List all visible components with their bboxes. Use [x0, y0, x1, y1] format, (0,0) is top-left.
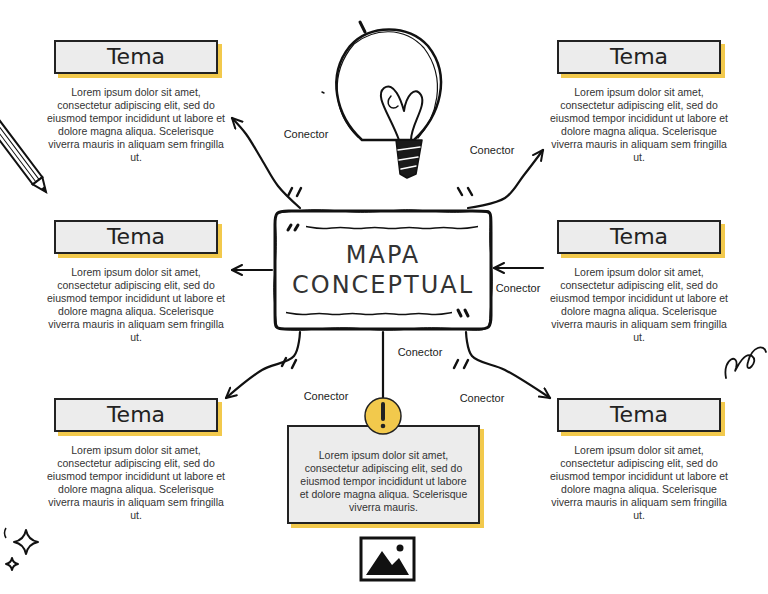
sparkle-large	[14, 530, 38, 554]
topic-text: Lorem ipsum dolor sit amet, consectetur …	[549, 86, 729, 164]
connector-label: Conector	[396, 346, 445, 358]
topic-node: TemaLorem ipsum dolor sit amet, consecte…	[543, 40, 735, 164]
topic-text: Lorem ipsum dolor sit amet, consectetur …	[46, 86, 226, 164]
outline-sketch	[274, 210, 493, 331]
bulb-sketch	[337, 32, 437, 138]
topic-node: TemaLorem ipsum dolor sit amet, consecte…	[40, 398, 232, 522]
pencil-lead	[41, 187, 47, 193]
sparkle-arc	[5, 528, 7, 538]
connector-label: Conector	[494, 282, 543, 294]
topic-text: Lorem ipsum dolor sit amet, consectetur …	[549, 266, 729, 344]
inner-line	[306, 227, 478, 229]
connector	[232, 269, 272, 271]
topic-node: TemaLorem ipsum dolor sit amet, consecte…	[40, 40, 232, 164]
central-concept: MAPA CONCEPTUAL	[272, 208, 494, 332]
filament-loop	[388, 96, 398, 108]
light-bulb	[322, 22, 441, 178]
connector-label: Conector	[302, 390, 351, 402]
spring-doodle	[725, 347, 766, 378]
alert-bar	[381, 404, 385, 419]
inner-line	[286, 313, 452, 315]
sparkle-small	[6, 558, 18, 570]
image-icon	[361, 538, 414, 580]
topic-title: Tema	[557, 220, 721, 254]
connector	[494, 267, 543, 269]
connector	[382, 332, 384, 425]
pencil-tip	[33, 177, 51, 195]
connector-label: Conector	[282, 128, 331, 140]
concept-title: MAPA CONCEPTUAL	[288, 240, 478, 300]
topic-title: Tema	[54, 398, 218, 432]
connector-label: Conector	[458, 392, 507, 404]
tick-pair	[454, 360, 468, 368]
topic-node: TemaLorem ipsum dolor sit amet, consecte…	[40, 220, 232, 344]
note-box: Lorem ipsum dolor sit amet, consectetur …	[287, 425, 480, 524]
topic-title: Tema	[557, 40, 721, 74]
outline-stroke	[275, 211, 491, 329]
topic-text: Lorem ipsum dolor sit amet, consectetur …	[46, 266, 226, 344]
tick-pair	[288, 188, 301, 196]
image-frame	[361, 538, 414, 580]
topic-title: Tema	[557, 398, 721, 432]
bulb-base	[396, 140, 422, 178]
spark-dot	[322, 92, 324, 93]
topic-title: Tema	[54, 40, 218, 74]
pencil-lines	[0, 108, 39, 182]
topic-node: TemaLorem ipsum dolor sit amet, consecte…	[543, 220, 735, 344]
image-sun	[397, 545, 404, 552]
topic-title: Tema	[54, 220, 218, 254]
connector	[466, 332, 550, 398]
note-text: Lorem ipsum dolor sit amet, consectetur …	[299, 449, 468, 514]
connector	[226, 332, 300, 398]
topic-node: TemaLorem ipsum dolor sit amet, consecte…	[543, 398, 735, 522]
quote-mark	[288, 225, 298, 230]
connector-label: Conector	[468, 144, 517, 156]
connector	[468, 150, 543, 208]
bulb-filament	[381, 86, 423, 140]
quote-mark	[458, 310, 468, 316]
spark	[360, 22, 365, 32]
base-threads	[398, 147, 420, 169]
tick-pair	[458, 188, 472, 195]
pencil	[0, 105, 51, 195]
topic-text: Lorem ipsum dolor sit amet, consectetur …	[46, 444, 226, 522]
wavy-outline	[272, 208, 494, 332]
image-mountains	[366, 551, 409, 575]
sparkles	[5, 528, 39, 570]
bulb-outline	[336, 30, 441, 141]
topic-text: Lorem ipsum dolor sit amet, consectetur …	[549, 444, 729, 522]
pencil-body	[0, 105, 42, 184]
